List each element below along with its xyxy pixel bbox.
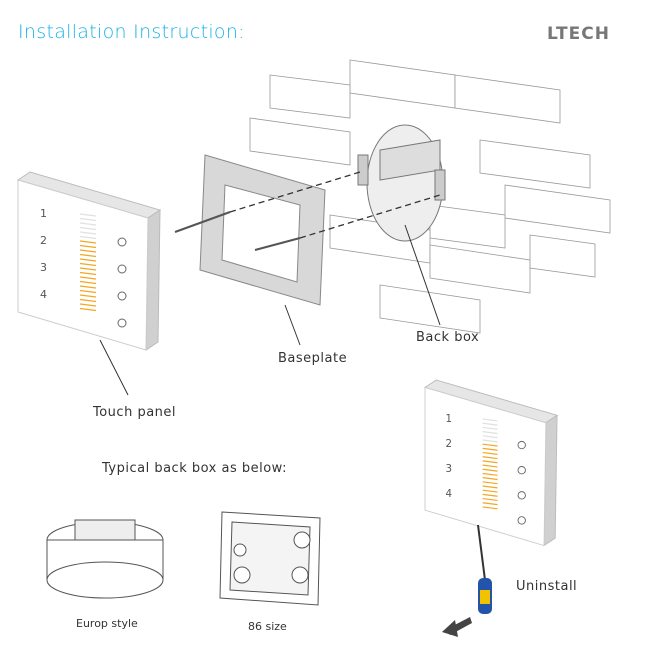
slider-segment — [79, 217, 97, 222]
brand-logo: LTECH — [547, 24, 610, 44]
slider-segment — [482, 489, 498, 493]
slider-segment — [482, 464, 498, 468]
slider-segment — [79, 253, 97, 258]
slider-segment — [482, 485, 498, 489]
slider-segment — [79, 231, 97, 235]
europ-style-box-image — [46, 519, 164, 599]
slider-segment — [79, 271, 97, 276]
slider-segment — [482, 472, 498, 476]
zone-key-2: 2 — [40, 234, 47, 247]
slider-segment — [79, 294, 97, 298]
slider-segment — [79, 298, 97, 303]
slider-segment — [482, 447, 498, 451]
back-box-label: Back box — [416, 330, 480, 345]
slider-segment — [482, 477, 498, 481]
slider-segment — [79, 249, 97, 253]
slider-segment — [79, 258, 97, 262]
slider-segment — [482, 481, 498, 485]
slider-segment — [482, 439, 498, 443]
slider-segment — [482, 468, 498, 472]
slider-segment — [482, 456, 498, 460]
zone-key-4: 4 — [445, 489, 452, 500]
screws — [174, 211, 301, 251]
power-icon — [517, 440, 526, 450]
touch-panel: 1 2 3 4 — [16, 171, 162, 351]
slider-segment — [482, 460, 498, 464]
back-box — [357, 124, 446, 242]
slider-segment — [79, 244, 97, 249]
arrow-icon — [442, 617, 472, 637]
zone-key-1: 1 — [40, 207, 47, 220]
slider-segment — [79, 276, 97, 280]
up-icon — [517, 466, 526, 475]
touch-panel-uninstall: 1 2 3 4 — [423, 379, 559, 547]
page-title: Installation Instruction: — [18, 21, 245, 43]
zone-key-3: 3 — [40, 261, 47, 274]
slider-segment — [79, 226, 97, 231]
slider-segment — [482, 435, 498, 439]
slider-segment — [79, 213, 97, 217]
slider-segment — [482, 502, 498, 506]
slider-segment — [79, 280, 97, 285]
baseplate — [199, 154, 326, 306]
europ-style-label: Europ style — [76, 617, 138, 630]
baseplate-label: Baseplate — [278, 351, 348, 366]
86-size-label: 86 size — [248, 620, 287, 633]
slider-segment — [482, 431, 498, 435]
star-icon — [517, 516, 526, 525]
slider-segment — [482, 422, 498, 426]
panel-face — [424, 386, 547, 547]
panel-face — [17, 179, 149, 351]
zone-key-1: 1 — [445, 414, 452, 425]
slider-segment — [79, 240, 97, 244]
uninstall-label: Uninstall — [516, 579, 578, 594]
screwdriver-icon — [477, 524, 492, 614]
slider-segment — [79, 235, 97, 240]
slider-segment — [79, 307, 97, 312]
typical-back-box-label: Typical back box as below: — [102, 461, 287, 476]
power-icon — [117, 237, 127, 247]
slider-segment — [482, 506, 498, 510]
down-icon — [117, 291, 127, 301]
slider-segment — [482, 493, 498, 497]
slider-segment — [79, 285, 97, 289]
zone-key-3: 3 — [445, 464, 452, 475]
slider-segment — [482, 451, 498, 455]
zone-key-4: 4 — [40, 288, 47, 301]
slider-segment — [482, 426, 498, 430]
slider-segment — [79, 289, 97, 294]
zone-key-2: 2 — [445, 439, 452, 450]
touch-panel-label: Touch panel — [93, 405, 177, 420]
slider-segment — [482, 443, 498, 447]
slider-segment — [79, 267, 97, 271]
up-icon — [117, 264, 127, 274]
slider-segment — [79, 222, 97, 226]
slider-segment — [79, 262, 97, 267]
slider-segment — [79, 303, 97, 307]
down-icon — [517, 491, 526, 500]
star-icon — [117, 318, 127, 328]
slider-segment — [482, 418, 498, 422]
slider-segment — [482, 497, 498, 502]
86-size-box-image — [219, 511, 321, 606]
